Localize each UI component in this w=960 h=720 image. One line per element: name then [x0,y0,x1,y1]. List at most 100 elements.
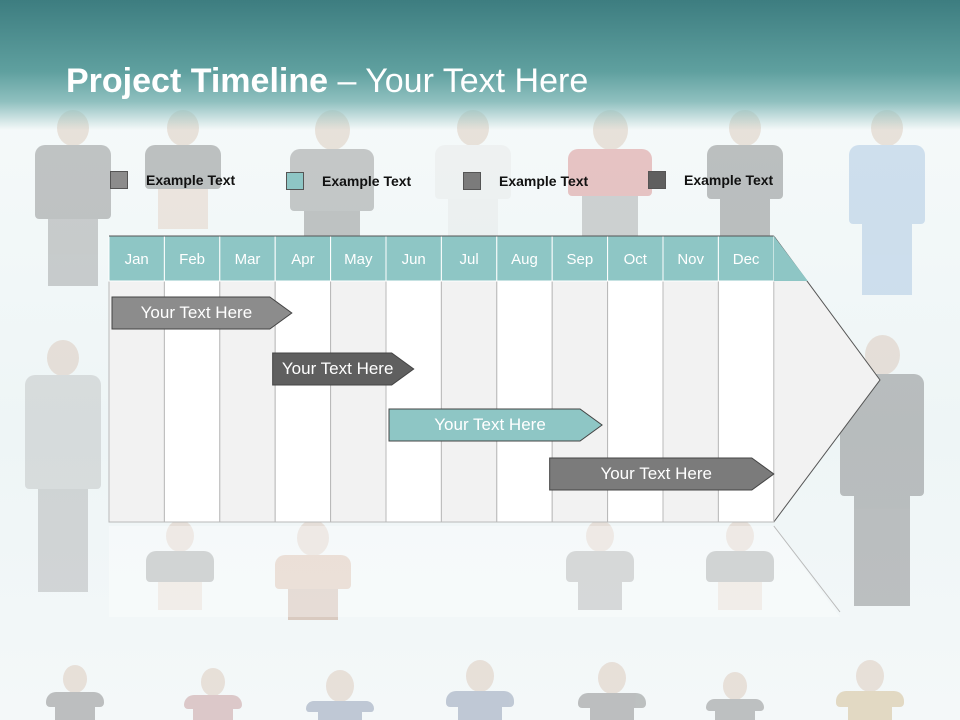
arrow-header-wedge [773,236,808,281]
person-body [706,550,774,582]
person-silhouette-15 [178,668,248,720]
task-bar-1 [111,296,293,330]
person-silhouette-7 [842,110,932,300]
person-head [722,672,748,701]
person-body [446,690,514,707]
person-head [726,520,754,553]
person-silhouette-20 [830,660,910,720]
person-body [836,690,904,707]
legend-label-4: Example Text [684,172,774,188]
task-bar-4 [549,457,775,491]
person-silhouette-8 [18,340,108,600]
month-column-jun [385,280,442,523]
person-body [568,148,652,196]
person-body [566,550,634,582]
month-header-cell-may [330,235,387,282]
person-legs [47,218,99,286]
legend-label-3: Example Text [499,173,589,189]
title-bold: Project Timeline [66,62,329,100]
month-header-cell-jun [385,235,442,282]
header-band [0,0,960,130]
month-label-jun: Jun [402,251,426,268]
person-head [62,665,88,694]
month-label-oct: Oct [624,251,648,268]
person-head [326,670,354,703]
person-head [200,668,226,697]
person-body [35,144,111,219]
person-legs [589,707,635,720]
month-label-jan: Jan [125,251,149,268]
person-legs [157,188,209,229]
task-bar-2 [272,352,415,386]
person-head [856,660,884,693]
person-silhouette-18 [572,662,652,720]
task-bar-label-2: Your Text Here [281,359,394,378]
person-legs [193,708,233,720]
month-label-apr: Apr [291,251,314,268]
person-head [598,662,626,695]
month-header-cell-mar [219,235,276,282]
legend-swatch-2 [286,172,304,190]
person-legs [577,581,623,610]
task-bar-3 [388,408,603,442]
person-silhouette-10 [140,520,220,610]
person-body [849,144,925,224]
person-legs [457,706,503,720]
person-body [578,692,646,708]
month-column-jul [440,280,498,523]
legend-label-1: Example Text [146,172,236,188]
legend-swatch-1 [110,171,128,189]
person-silhouette-17 [440,660,520,720]
person-legs [37,488,89,592]
month-header-cell-aug [496,235,553,282]
person-legs [582,196,638,239]
legend-label-2: Example Text [322,173,412,189]
person-legs [861,223,913,296]
person-silhouette-14 [40,665,110,720]
person-body [306,700,374,712]
person-silhouette-13 [700,520,780,610]
person-legs [854,496,910,607]
person-body [45,691,105,708]
person-body [707,144,783,199]
person-body [275,554,351,589]
person-silhouette-16 [300,670,380,720]
month-header-cell-dec [717,235,775,282]
person-body [705,698,765,711]
person-head [166,520,194,553]
person-body [290,148,374,211]
month-label-dec: Dec [733,251,760,268]
month-label-sep: Sep [567,251,594,268]
person-silhouette-19 [700,672,770,720]
person-legs [55,707,95,720]
month-header-cell-sep [551,235,609,282]
month-column-aug [496,280,553,523]
month-label-feb: Feb [179,251,205,268]
month-label-mar: Mar [235,251,261,268]
person-body [145,144,221,189]
task-bar-label-3: Your Text Here [434,415,546,434]
person-legs [715,710,755,720]
month-label-may: May [344,251,373,268]
month-label-jul: Jul [460,251,479,268]
slide-title: Project Timeline – Your Text Here [66,58,588,104]
person-legs [847,706,893,720]
task-bar-label-1: Your Text Here [140,303,253,322]
legend-swatch-3 [463,172,481,190]
person-silhouette-11 [268,520,358,620]
month-label-aug: Aug [511,251,538,268]
person-legs [717,581,763,610]
person-silhouette-12 [560,520,640,610]
month-header-cell-apr [274,235,332,282]
person-body [183,694,243,709]
month-header-cell-nov [662,235,719,282]
person-legs [317,711,363,720]
task-bar-label-4: Your Text Here [600,464,712,483]
month-label-nov: Nov [677,251,704,268]
person-body [25,374,101,489]
person-legs [157,581,203,610]
timeline-reflection [109,526,840,617]
legend-swatch-4 [648,171,666,189]
